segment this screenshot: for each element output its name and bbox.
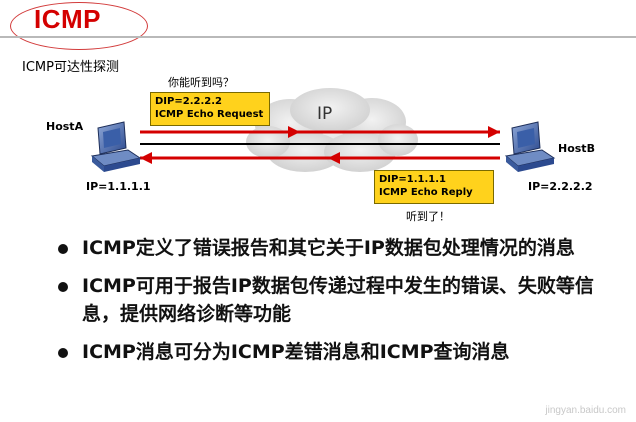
bullet-list: ICMP定义了错误报告和其它关于IP数据包处理情况的消息 ICMP可用于报告IP…: [58, 234, 618, 376]
page-title: ICMP: [34, 4, 101, 34]
request-packet-box: DIP=2.2.2.2 ICMP Echo Request: [150, 92, 270, 126]
host-a-computer-icon: [90, 121, 142, 172]
bullet-item: ICMP可用于报告IP数据包传递过程中发生的错误、失败等信息，提供网络诊断等功能: [58, 272, 618, 328]
bullet-dot: [58, 282, 68, 292]
title-oval: [10, 2, 148, 50]
diagram-graphics: [90, 88, 556, 172]
host-a-name: HostA: [46, 120, 84, 133]
bullet-dot: [58, 244, 68, 254]
reply-note: 听到了！: [406, 210, 450, 223]
request-type: ICMP Echo Request: [155, 109, 264, 120]
host-a-ip: IP=1.1.1.1: [86, 180, 151, 193]
bullet-text: ICMP消息可分为ICMP差错消息和ICMP查询消息: [82, 341, 510, 363]
title-divider: [0, 36, 636, 38]
bullet-dot: [58, 348, 68, 358]
bullet-text: ICMP可用于报告IP数据包传递过程中发生的错误、失败等信息，提供网络诊断等功能: [82, 275, 594, 325]
icmp-diagram: IP HostA IP=1.1.1.1 HostB IP=2.2.2.2 你能听…: [0, 70, 636, 230]
request-note: 你能听到吗？: [168, 76, 234, 89]
host-b-ip: IP=2.2.2.2: [528, 180, 593, 193]
reply-type: ICMP Echo Reply: [379, 187, 473, 198]
reply-dip: DIP=1.1.1.1: [379, 174, 446, 185]
reply-packet-box: DIP=1.1.1.1 ICMP Echo Reply: [374, 170, 494, 204]
request-dip: DIP=2.2.2.2: [155, 96, 222, 107]
ip-cloud-label: IP: [317, 104, 333, 124]
reply-arrow: [140, 152, 500, 164]
host-b-name: HostB: [558, 142, 595, 155]
watermark: jingyan.baidu.com: [545, 405, 626, 416]
bullet-text: ICMP定义了错误报告和其它关于IP数据包处理情况的消息: [82, 237, 575, 259]
bullet-item: ICMP定义了错误报告和其它关于IP数据包处理情况的消息: [58, 234, 618, 262]
bullet-item: ICMP消息可分为ICMP差错消息和ICMP查询消息: [58, 338, 618, 366]
diagram-subtitle: ICMP可达性探测: [22, 60, 119, 75]
request-arrow: [140, 126, 500, 145]
host-b-computer-icon: [504, 121, 556, 172]
